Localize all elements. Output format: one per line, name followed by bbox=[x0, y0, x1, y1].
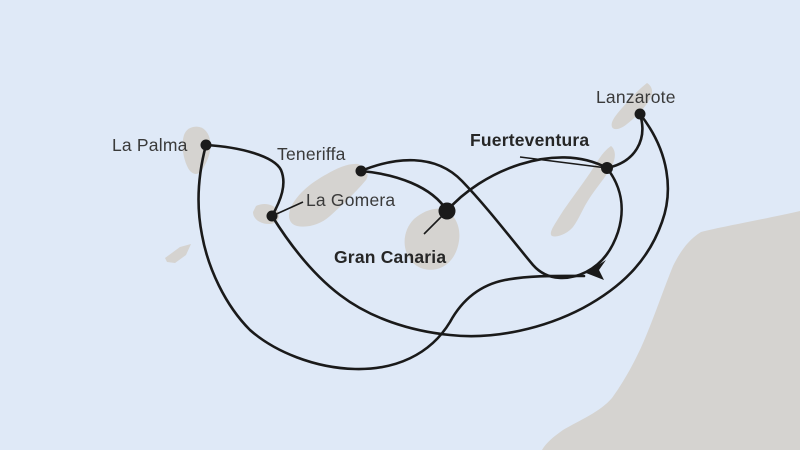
port-dot-lanzarote bbox=[634, 108, 646, 120]
landmass-fuerteventura bbox=[550, 146, 615, 237]
route-leg-la-palma-southern-loop bbox=[197, 143, 586, 371]
route-leg-teneriffa-fuerteventura-hook bbox=[359, 158, 623, 280]
port-label-lanzarote: Lanzarote bbox=[596, 87, 676, 107]
port-label-fuerteventura: Fuerteventura bbox=[470, 130, 590, 150]
port-label-gran-canaria: Gran Canaria bbox=[334, 247, 447, 267]
landmass-teneriffa bbox=[289, 163, 368, 227]
port-dot-gran-canaria bbox=[438, 202, 456, 220]
leader-line-fuerteventura bbox=[519, 156, 608, 169]
landmass-la-palma bbox=[182, 126, 211, 174]
route-leg-la-gomera-la-palma bbox=[204, 143, 285, 218]
port-label-teneriffa: Teneriffa bbox=[277, 144, 346, 164]
direction-arrow-icon bbox=[586, 260, 606, 280]
port-dot-la-gomera bbox=[266, 210, 278, 222]
route-leg-teneriffa-gran-canaria bbox=[359, 169, 449, 213]
route-leg-fuerteventura-lanzarote bbox=[605, 112, 644, 170]
port-dot-la-palma bbox=[200, 139, 212, 151]
port-dot-fuerteventura bbox=[601, 162, 613, 174]
landmass-el-hierro bbox=[165, 244, 191, 263]
port-label-la-palma: La Palma bbox=[112, 135, 188, 155]
port-dot-teneriffa bbox=[355, 165, 367, 177]
route-leg-gran-canaria-fuerteventura bbox=[445, 156, 609, 213]
landmass-lanzarote bbox=[611, 83, 653, 130]
landmass-african-coast bbox=[542, 211, 800, 450]
landmass-gran-canaria bbox=[404, 208, 460, 270]
route-leg-lanzarote-la-gomera bbox=[270, 112, 670, 338]
leader-line-la-gomera bbox=[271, 201, 304, 217]
port-label-la-gomera: La Gomera bbox=[306, 190, 396, 210]
